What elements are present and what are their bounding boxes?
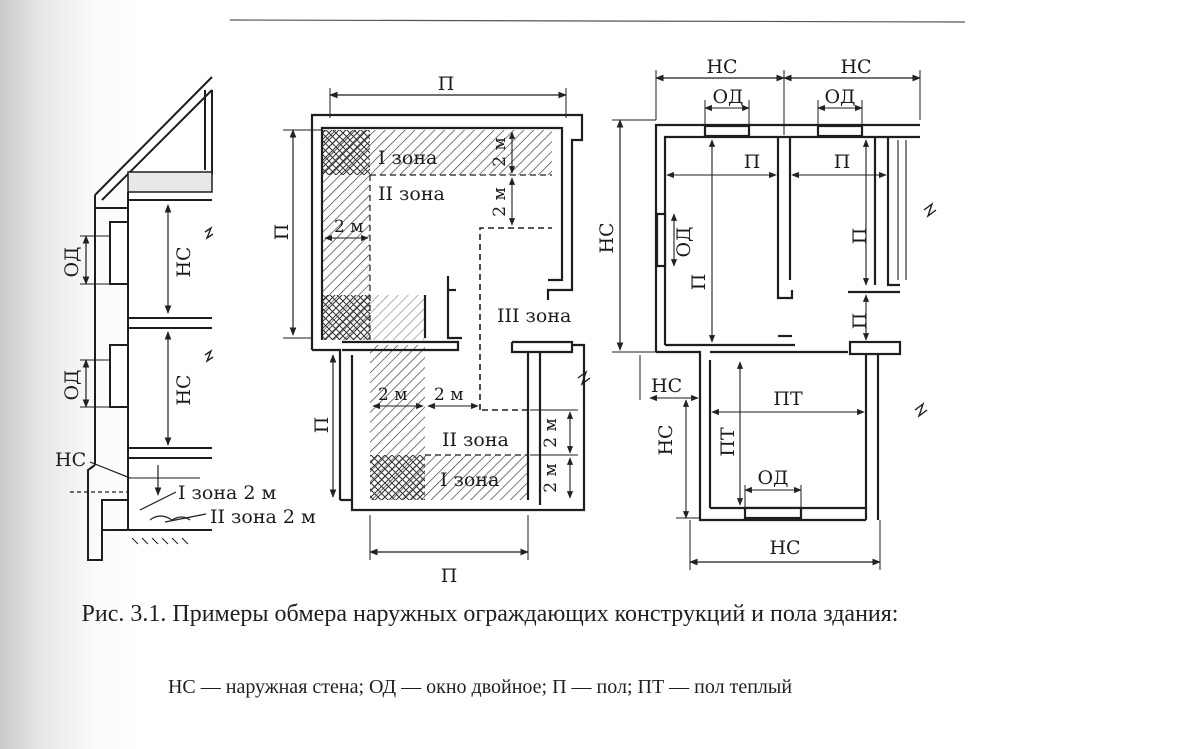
label-od: ОД [61,246,83,277]
label-ns: НС [840,56,871,78]
label-ns: НС [173,246,195,277]
section-labels: НС НС ОД ОД НС I зона 2 м II зона 2 м [55,246,316,528]
label-pt: ПТ [773,388,803,410]
label-zone2: II зона [442,429,509,451]
floor-zones-labels: П П П П I зона II зона III зона II зона … [271,73,571,587]
label-p: П [744,151,761,173]
label-zone1: I зона [378,147,437,169]
figure-caption-title: Рис. 3.1. Примеры обмера наружных огражд… [81,601,899,627]
label-zone2: II зона [378,183,445,205]
label-od: ОД [61,369,83,400]
walls-windows-labels: НС НС ОД ОД П П НС ОД П П П НС НС ПТ ПТ … [596,56,872,559]
label-2m: 2 м [434,385,463,405]
label-zone3: III зона [497,305,571,327]
label-ns: НС [769,537,800,559]
label-p: П [849,313,871,330]
figure-caption-legend: НС — наружная стена; ОД — окно двойное; … [167,676,793,698]
label-zone1: I зона [440,469,499,491]
label-p: П [438,73,455,95]
label-pt: ПТ [717,427,739,457]
label-2m: 2 м [490,187,510,216]
label-2m: 2 м [541,463,561,492]
label-od: ОД [712,86,743,108]
label-od: ОД [673,226,695,257]
label-2m: 2 м [490,137,510,166]
label-ns: НС [173,374,195,405]
label-ns: НС [706,56,737,78]
walls-windows-plan [612,70,937,570]
label-od: ОД [757,467,788,489]
label-p: П [441,565,458,587]
label-p: П [849,228,871,245]
label-ns: НС [596,222,618,253]
label-ns: НС [651,375,682,397]
label-2m: 2 м [334,217,363,237]
label-p: П [311,417,333,434]
label-ns: НС [55,449,86,471]
floor-zones-walls [283,88,591,560]
label-2m: 2 м [378,385,407,405]
label-p: П [834,151,851,173]
label-p: П [271,224,293,241]
label-2m: 2 м [541,418,561,447]
label-od: ОД [824,86,855,108]
label-p: П [688,274,710,291]
label-ns: НС [655,424,677,455]
label-zone2-2m: II зона 2 м [210,506,316,528]
label-zone1-2m: I зона 2 м [178,482,277,504]
section-view [70,76,214,561]
